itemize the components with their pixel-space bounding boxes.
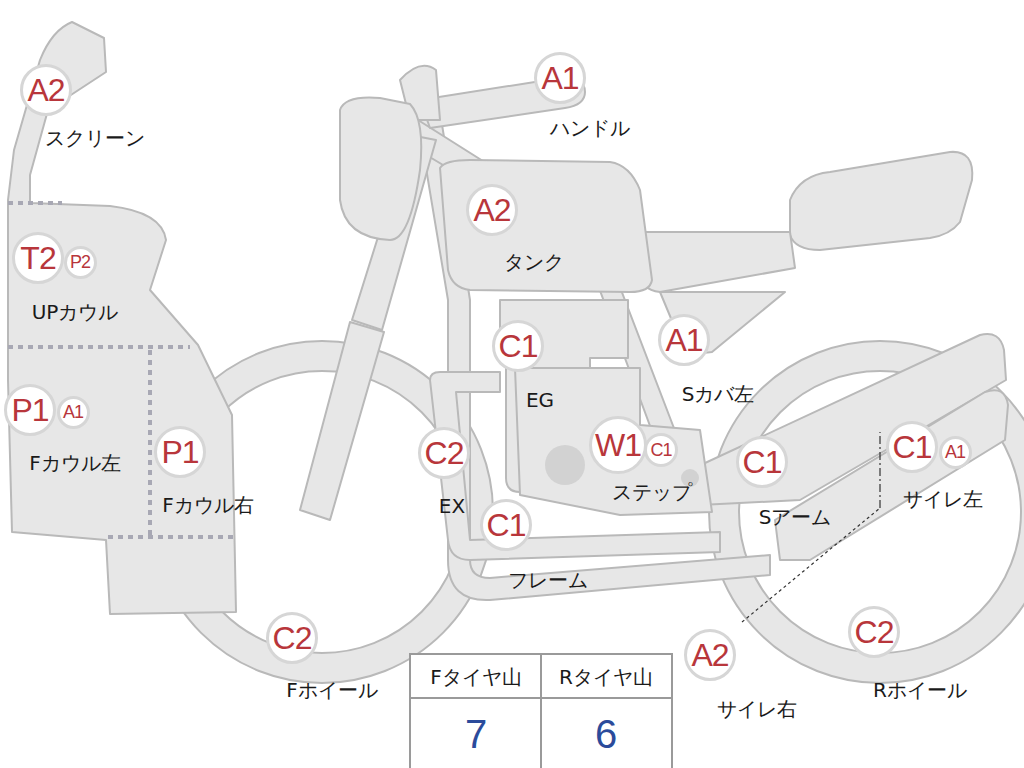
part-name: Fカウル左 [29,452,121,474]
damage-code: A1 [945,443,965,461]
damage-code-circle: C1 [736,436,788,488]
damage-code-circle: P1 [4,384,56,436]
part-name: UPカウル [32,301,119,323]
damage-code: T2 [20,242,55,274]
damage-code-circle: W1 [589,416,647,474]
part-name: フレーム [508,569,588,591]
damage-code: P2 [70,253,90,271]
damage-code: C2 [273,622,312,654]
table-value: 7 [465,714,487,754]
part-name: サイレ右 [717,698,797,720]
damage-code: A2 [691,639,728,671]
part-name: サイレ左 [903,488,983,510]
part-name: Rホイール [873,679,967,701]
part-name: EG [526,389,554,411]
damage-code-circle: A2 [466,184,518,236]
damage-code: C1 [743,446,782,478]
damage-code: C1 [893,431,932,463]
damage-code-circle: C1 [644,433,678,467]
damage-code-circle: C2 [266,612,318,664]
damage-code: C1 [487,509,526,541]
part-name: Sアーム [759,506,832,528]
damage-code-circle: A2 [20,64,72,116]
damage-code-circle: C1 [480,499,532,551]
damage-code-circle: C2 [418,427,470,479]
damage-code-circle: C1 [886,421,938,473]
damage-code: P1 [161,436,198,468]
damage-code: A1 [541,62,578,94]
part-name: ハンドル [550,117,630,139]
damage-code-circle: P1 [154,426,206,478]
damage-code: A1 [63,403,83,421]
damage-code: A2 [473,194,510,226]
table-value: 6 [595,714,617,754]
damage-code: C2 [855,616,894,648]
damage-code-circle: A1 [57,396,90,429]
damage-code-circle: A1 [939,436,972,469]
part-name: タンク [504,251,564,273]
damage-code-circle: P2 [64,246,97,279]
part-name: スクリーン [45,127,145,149]
damage-code-circle: T2 [12,232,64,284]
damage-code: A2 [27,74,64,106]
part-name: Fカウル右 [162,494,254,516]
part-name: Fタイヤ山 [430,666,522,688]
damage-code-circle: C1 [492,320,544,372]
part-name: ステップ [612,481,692,503]
part-name: EX [439,495,465,517]
part-name: Fホイール [286,679,378,701]
damage-code: C1 [650,441,671,459]
damage-code-circle: C2 [848,606,900,658]
damage-code-circle: A2 [684,629,736,681]
damage-code: P1 [11,394,48,426]
damage-code: W1 [595,429,641,461]
damage-code: A1 [665,324,702,356]
damage-code: C1 [499,330,538,362]
damage-code-circle: A1 [534,52,586,104]
damage-code-circle: A1 [658,314,710,366]
part-name: Rタイヤ山 [559,666,653,688]
damage-code: C2 [425,437,464,469]
part-name: Sカバ左 [682,383,755,405]
